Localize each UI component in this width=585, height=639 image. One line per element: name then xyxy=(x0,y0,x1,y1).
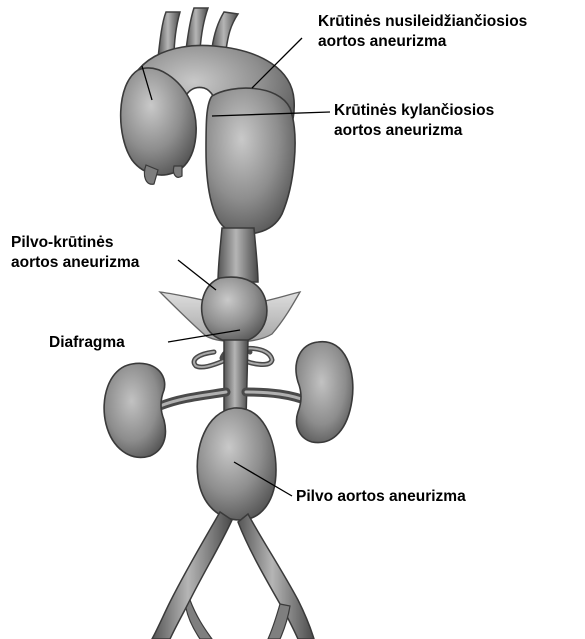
descending-thoracic-aneurysm xyxy=(206,88,295,234)
label-diaphragm-line1: Diafragma xyxy=(49,333,125,353)
label-thoracoabdominal-line1: Pilvo-krūtinės xyxy=(11,233,139,253)
label-descending-line2: aortos aneurizma xyxy=(318,32,527,52)
label-ascending-line2: aortos aneurizma xyxy=(334,121,494,141)
label-abdominal-line1: Pilvo aortos aneurizma xyxy=(296,487,466,507)
right-kidney xyxy=(296,342,353,443)
label-thoracoabdominal-aneurysm: Pilvo-krūtinės aortos aneurizma xyxy=(11,233,139,273)
label-ascending-thoracic-aneurysm: Krūtinės kylančiosios aortos aneurizma xyxy=(334,101,494,141)
left-kidney xyxy=(104,363,165,457)
label-descending-line1: Krūtinės nusileidžiančiosios xyxy=(318,12,527,32)
label-abdominal-aneurysm: Pilvo aortos aneurizma xyxy=(296,487,466,507)
label-diaphragm: Diafragma xyxy=(49,333,125,353)
thoracic-aorta-segment xyxy=(218,228,258,282)
label-descending-thoracic-aneurysm: Krūtinės nusileidžiančiosios aortos aneu… xyxy=(318,12,527,52)
label-ascending-line1: Krūtinės kylančiosios xyxy=(334,101,494,121)
label-thoracoabdominal-line2: aortos aneurizma xyxy=(11,253,139,273)
iliac-arteries xyxy=(152,512,314,639)
leader-line-thoracoabdominal xyxy=(178,260,216,290)
